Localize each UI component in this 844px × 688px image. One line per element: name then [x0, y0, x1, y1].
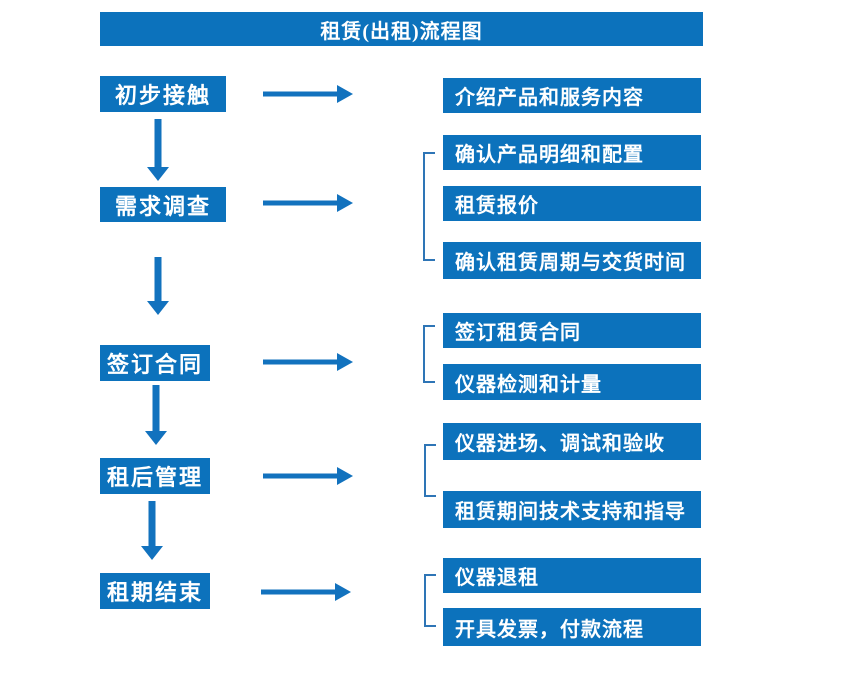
right-arrow-head [337, 353, 353, 371]
output-box-invoice-payment: 开具发票，付款流程 [443, 608, 701, 646]
down-arrow-3-icon [145, 385, 167, 445]
stage-box-sign-contract: 签订合同 [100, 345, 210, 381]
output-box-instrument-setup-acceptance: 仪器进场、调试和验收 [443, 423, 701, 460]
output-label: 仪器退租 [455, 567, 539, 589]
output-box-confirm-product-details: 确认产品明细和配置 [443, 135, 701, 170]
output-group-bracket-demand-survey [423, 152, 435, 261]
stage-label: 签订合同 [106, 352, 203, 377]
stage-label: 初步接触 [114, 83, 211, 108]
stage-box-initial-contact: 初步接触 [100, 76, 226, 112]
down-arrow-1-icon [147, 119, 169, 181]
down-arrow-head [147, 167, 169, 181]
output-box-rental-quotation: 租赁报价 [443, 186, 701, 221]
output-label: 签订租赁合同 [455, 322, 581, 344]
down-arrow-head [141, 546, 163, 560]
output-box-instrument-testing: 仪器检测和计量 [443, 364, 701, 400]
right-arrow-shaft [261, 589, 336, 595]
output-label: 租赁报价 [455, 195, 539, 217]
output-box-confirm-rental-period: 确认租赁周期与交货时间 [443, 242, 701, 279]
down-arrow-2-icon [147, 257, 169, 315]
right-arrow-head [337, 467, 353, 485]
output-label: 仪器检测和计量 [455, 373, 602, 396]
output-box-technical-support: 租赁期间技术支持和指导 [443, 491, 701, 528]
page-title: 租赁(出租)流程图 [320, 20, 483, 43]
output-label: 租赁期间技术支持和指导 [455, 501, 686, 523]
output-box-introduce-products: 介绍产品和服务内容 [443, 78, 701, 113]
right-arrow-head [335, 583, 351, 601]
right-arrow-head [337, 194, 353, 212]
down-arrow-4-icon [141, 501, 163, 560]
down-arrow-shaft [154, 257, 162, 302]
down-arrow-head [145, 431, 167, 445]
output-label: 介绍产品和服务内容 [455, 87, 644, 109]
output-label: 确认产品明细和配置 [455, 144, 644, 166]
stage-label: 需求调查 [114, 193, 211, 219]
right-arrow-shaft [263, 200, 338, 206]
stage-label: 租后管理 [106, 465, 203, 490]
output-group-bracket-sign-contract [423, 325, 435, 383]
right-arrow-1-icon [263, 85, 353, 103]
stage-box-rental-end: 租期结束 [100, 573, 210, 609]
down-arrow-shaft [148, 501, 156, 547]
down-arrow-shaft [152, 385, 160, 432]
right-arrow-2-icon [263, 194, 353, 212]
output-label: 仪器进场、调试和验收 [455, 433, 665, 455]
output-label: 开具发票，付款流程 [455, 618, 644, 641]
right-arrow-shaft [263, 91, 338, 97]
output-label: 确认租赁周期与交货时间 [455, 252, 686, 274]
right-arrow-3-icon [263, 353, 353, 371]
down-arrow-shaft [154, 119, 162, 168]
right-arrow-shaft [263, 359, 338, 365]
title-bar: 租赁(出租)流程图 [100, 12, 703, 46]
right-arrow-4-icon [263, 467, 353, 485]
output-box-sign-rental-contract: 签订租赁合同 [443, 313, 701, 348]
stage-box-post-rental-management: 租后管理 [100, 458, 210, 494]
stage-label: 租期结束 [106, 580, 203, 605]
down-arrow-head [147, 301, 169, 315]
output-box-instrument-return: 仪器退租 [443, 558, 701, 593]
output-group-bracket-post-rental [424, 444, 436, 497]
output-group-bracket-rental-end [424, 574, 436, 627]
stage-box-demand-survey: 需求调查 [100, 187, 226, 222]
right-arrow-head [337, 85, 353, 103]
right-arrow-5-icon [261, 583, 351, 601]
right-arrow-shaft [263, 473, 338, 479]
